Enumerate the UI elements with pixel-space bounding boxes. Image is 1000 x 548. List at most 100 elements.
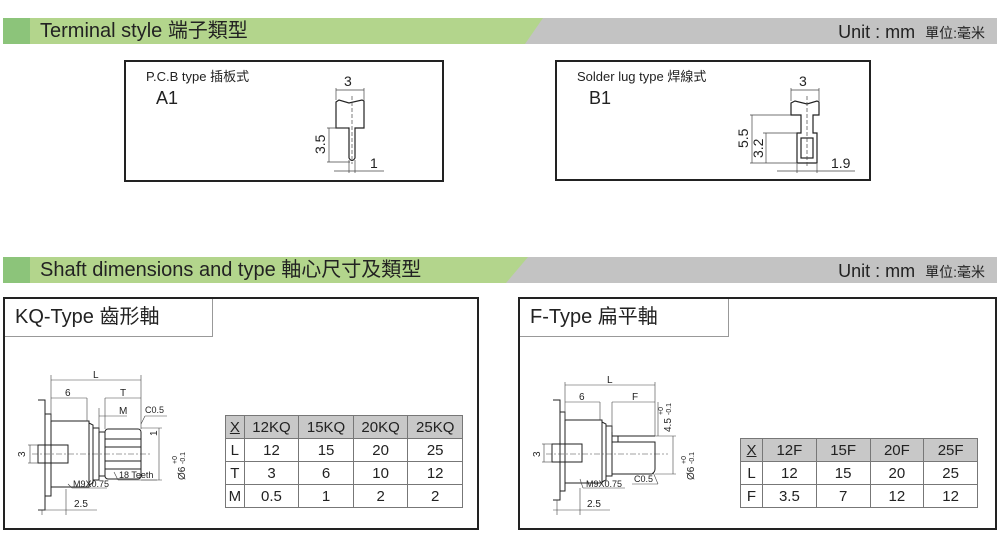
f-type-box: F-Type 扁平軸 <box>518 297 997 530</box>
kq-type-box: KQ-Type 齒形軸 <box>3 297 479 530</box>
f-dim-L: L <box>607 375 613 386</box>
kq-dim-flange: 2.5 <box>74 499 88 510</box>
kq-teeth-label: 18 Teeth <box>119 470 153 480</box>
table-cell: 2 <box>352 484 409 508</box>
table-header-row: X 12F 15F 20F 25F <box>739 438 978 462</box>
table-cell: 15 <box>815 461 871 485</box>
f-dim-flat-tol-down: -0.1 <box>666 403 673 415</box>
f-dim-F: F <box>632 392 638 403</box>
table-cell: 6 <box>298 461 354 485</box>
solder-dim-height: 5.5 <box>735 128 751 148</box>
header-stripe <box>3 257 30 283</box>
pcb-terminal-drawing: 3 3.5 1 <box>312 73 384 173</box>
table-cell: L <box>225 438 245 462</box>
f-dim-dia-tol-down: -0.1 <box>689 452 696 464</box>
f-type-title: F-Type 扁平軸 <box>520 299 729 337</box>
table-cell: T <box>225 461 245 485</box>
f-dim-chamfer: C0.5 <box>634 474 653 484</box>
table-cell: 7 <box>815 484 871 508</box>
section-title: Terminal style 端子類型 <box>40 20 248 42</box>
solder-type-label: Solder lug type 焊線式 <box>577 69 707 84</box>
kq-dim-L: L <box>93 370 99 381</box>
pcb-type-label: P.C.B type 插板式 <box>146 69 250 84</box>
table-cell: 25 <box>407 438 463 462</box>
kq-dim-1: 1 <box>149 430 160 436</box>
header-green-band <box>3 257 528 283</box>
pcb-dim-pin-width: 1 <box>370 155 378 171</box>
table-header-cell: 15KQ <box>298 415 354 439</box>
f-dim-dia-tol-up: +0 <box>681 456 688 464</box>
table-cell: M <box>225 484 245 508</box>
pcb-dim-pin-length: 3.5 <box>312 134 328 154</box>
table-cell: 1 <box>298 484 354 508</box>
f-shaft-drawing: L 6 F 4.5 -0.1 +0 Ø6 -0.1 +0 C0.5 3 M9X0… <box>532 375 697 515</box>
table-cell: 15 <box>298 438 354 462</box>
table-cell: 3 <box>243 461 300 485</box>
f-dim-flat: 4.5 <box>663 418 674 432</box>
table-cell: 20 <box>352 438 409 462</box>
kq-dim-dia-tol-down: -0.1 <box>180 452 187 464</box>
kq-dim-dia-tol-up: +0 <box>172 456 179 464</box>
kq-dim-dia: Ø6 <box>177 466 188 480</box>
table-cell: 12 <box>243 438 300 462</box>
table-header-cell: 25KQ <box>407 415 463 439</box>
header-stripe <box>3 18 30 44</box>
f-dim-flange: 2.5 <box>587 499 601 510</box>
table-cell: 3.5 <box>762 484 817 508</box>
kq-type-title: KQ-Type 齒形軸 <box>5 299 213 337</box>
section-title: Shaft dimensions and type 軸心尺寸及類型 <box>40 259 422 281</box>
table-cell: 2 <box>407 484 463 508</box>
kq-dim-T: T <box>120 388 126 399</box>
table-header-cell: 20F <box>869 438 925 462</box>
solder-terminal-drawing: 3 5.5 3.2 1.9 <box>735 73 855 173</box>
table-cell: 12 <box>762 461 817 485</box>
table-cell: F <box>739 484 764 508</box>
shaft-section-header: Shaft dimensions and type 軸心尺寸及類型 Unit :… <box>3 257 997 283</box>
solder-code: B1 <box>589 88 612 108</box>
table-header-cell: 15F <box>815 438 871 462</box>
kq-dim-3: 3 <box>17 451 28 457</box>
kq-dim-M: M <box>119 406 127 417</box>
solder-dim-lug-width: 1.9 <box>831 155 851 171</box>
table-header-cell: X <box>225 415 245 439</box>
kq-shaft-drawing: L 6 T M C0.5 1 Ø6 -0.1 +0 3 18 Teeth M9X… <box>17 370 188 515</box>
solder-dim-slot: 3.2 <box>750 138 766 158</box>
table-cell: 10 <box>352 461 409 485</box>
f-dim-3: 3 <box>532 451 543 457</box>
f-dim-6: 6 <box>579 392 585 403</box>
table-cell: 0.5 <box>243 484 300 508</box>
kq-dim-6: 6 <box>65 388 71 399</box>
kq-dim-chamfer: C0.5 <box>145 405 164 415</box>
table-header-cell: 12F <box>762 438 817 462</box>
table-cell: 12 <box>407 461 463 485</box>
table-cell: 12 <box>923 484 978 508</box>
table-cell: 20 <box>869 461 925 485</box>
kq-thread-label: M9X0.75 <box>73 479 109 489</box>
pcb-terminal-box: P.C.B type 插板式 A1 3 3.5 1 <box>124 60 444 182</box>
f-dim-dia: Ø6 <box>686 466 697 480</box>
table-cell: 12 <box>869 484 925 508</box>
pcb-dim-width: 3 <box>344 73 352 89</box>
table-header-cell: X <box>739 438 764 462</box>
pcb-code: A1 <box>156 88 179 108</box>
table-header-cell: 20KQ <box>352 415 409 439</box>
f-dim-flat-tol-up: +0 <box>658 407 665 415</box>
table-header-cell: 12KQ <box>243 415 300 439</box>
table-header-row: X 12KQ 15KQ 20KQ 25KQ <box>225 415 463 439</box>
f-thread-label: M9X0.75 <box>586 479 622 489</box>
table-cell: L <box>739 461 764 485</box>
header-green-band <box>3 18 543 44</box>
solder-terminal-box: Solder lug type 焊線式 B1 3 5.5 3.2 1.9 <box>555 60 871 181</box>
solder-dim-width: 3 <box>799 73 807 89</box>
